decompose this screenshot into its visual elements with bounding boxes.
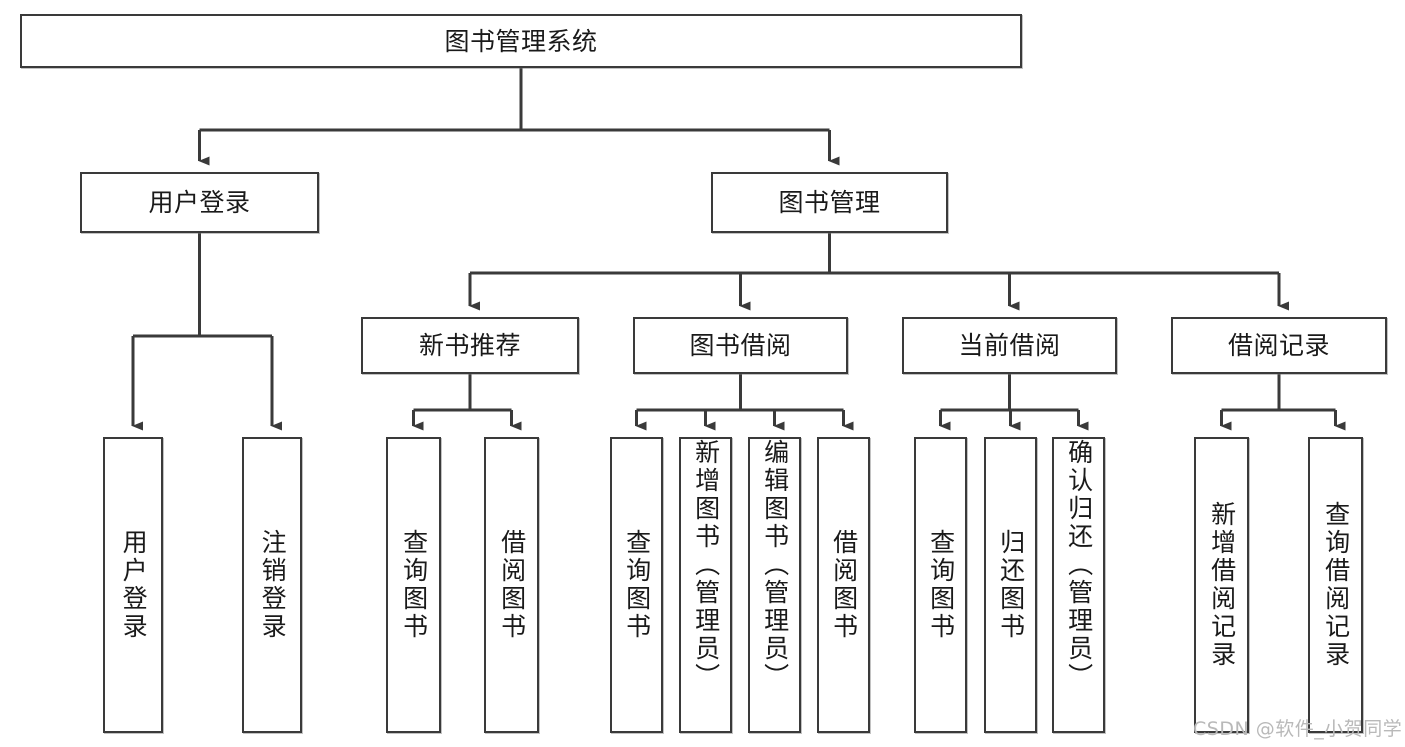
node-leaf-query-book-b[interactable]: 查询图书 <box>610 437 663 733</box>
node-label: 编辑图书（管理员） <box>760 439 790 691</box>
node-leaf-add-record[interactable]: 新增借阅记录 <box>1194 437 1249 733</box>
node-label: 注销登录 <box>258 529 288 641</box>
node-user-login[interactable]: 用户登录 <box>80 172 319 233</box>
node-borrow-record[interactable]: 借阅记录 <box>1171 317 1387 374</box>
node-label: 归还图书 <box>996 529 1026 641</box>
node-label: 新书推荐 <box>418 331 521 360</box>
node-label: 确认归还（管理员） <box>1064 439 1094 691</box>
node-label: 新增借阅记录 <box>1207 501 1237 669</box>
node-leaf-query-book-a[interactable]: 查询图书 <box>386 437 441 733</box>
node-label: 用户登录 <box>119 529 149 641</box>
node-leaf-user-login[interactable]: 用户登录 <box>103 437 163 733</box>
node-leaf-return-book[interactable]: 归还图书 <box>984 437 1037 733</box>
node-leaf-user-logout[interactable]: 注销登录 <box>242 437 302 733</box>
node-label: 借阅图书 <box>497 529 527 641</box>
node-label: 查询图书 <box>622 529 652 641</box>
node-leaf-borrow-book-a[interactable]: 借阅图书 <box>484 437 539 733</box>
node-leaf-borrow-book-b[interactable]: 借阅图书 <box>817 437 870 733</box>
node-leaf-edit-book[interactable]: 编辑图书（管理员） <box>748 437 801 733</box>
node-new-book-recommend[interactable]: 新书推荐 <box>361 317 579 374</box>
node-label: 用户登录 <box>148 188 251 217</box>
csdn-watermark: CSDN @软件_小贺同学 <box>1193 718 1403 740</box>
node-leaf-query-record[interactable]: 查询借阅记录 <box>1308 437 1363 733</box>
node-label: 查询图书 <box>926 529 956 641</box>
node-book-borrow[interactable]: 图书借阅 <box>633 317 848 374</box>
node-label: 新增图书（管理员） <box>691 439 721 691</box>
node-label: 图书管理 <box>778 188 881 217</box>
node-label: 查询借阅记录 <box>1321 501 1351 669</box>
node-label: 当前借阅 <box>958 331 1061 360</box>
node-label: 图书管理系统 <box>444 26 598 56</box>
node-leaf-confirm-return[interactable]: 确认归还（管理员） <box>1052 437 1105 733</box>
node-label: 借阅图书 <box>829 529 859 641</box>
node-root[interactable]: 图书管理系统 <box>20 14 1022 68</box>
node-leaf-add-book[interactable]: 新增图书（管理员） <box>679 437 732 733</box>
node-current-borrow[interactable]: 当前借阅 <box>902 317 1117 374</box>
node-label: 借阅记录 <box>1227 331 1330 360</box>
node-label: 查询图书 <box>399 529 429 641</box>
node-book-management[interactable]: 图书管理 <box>711 172 948 233</box>
node-label: 图书借阅 <box>689 331 792 360</box>
node-leaf-query-book-c[interactable]: 查询图书 <box>914 437 967 733</box>
